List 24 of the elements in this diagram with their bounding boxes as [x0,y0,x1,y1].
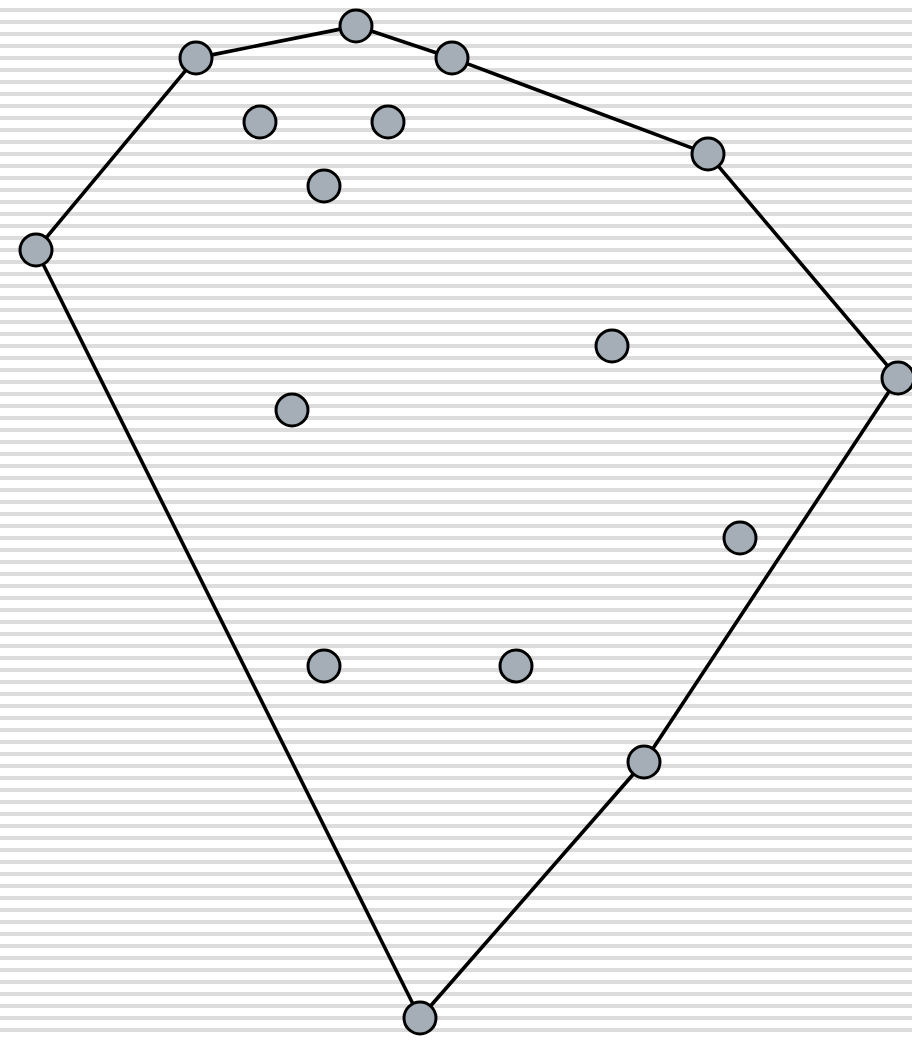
point-marker [242,104,278,140]
hull-line [211,27,341,57]
point-marker [880,360,912,396]
point-marker [594,328,630,364]
hull-line [429,772,635,1008]
point-marker [402,1000,438,1036]
point-marker [274,392,310,428]
point-marker [18,232,54,268]
hull-line [41,263,415,1005]
point-marker [498,648,534,684]
point-marker [626,744,662,780]
hull-line [651,390,891,750]
point-marker [338,8,374,44]
point-marker [370,104,406,140]
hull-line [370,29,438,55]
point-marker [306,648,342,684]
point-marker [306,168,342,204]
point-marker [178,40,214,76]
hull-line [466,61,694,151]
point-marker [690,136,726,172]
hull-line [716,165,890,367]
hull-line [44,69,188,239]
point-marker [434,40,470,76]
point-marker [722,520,758,556]
